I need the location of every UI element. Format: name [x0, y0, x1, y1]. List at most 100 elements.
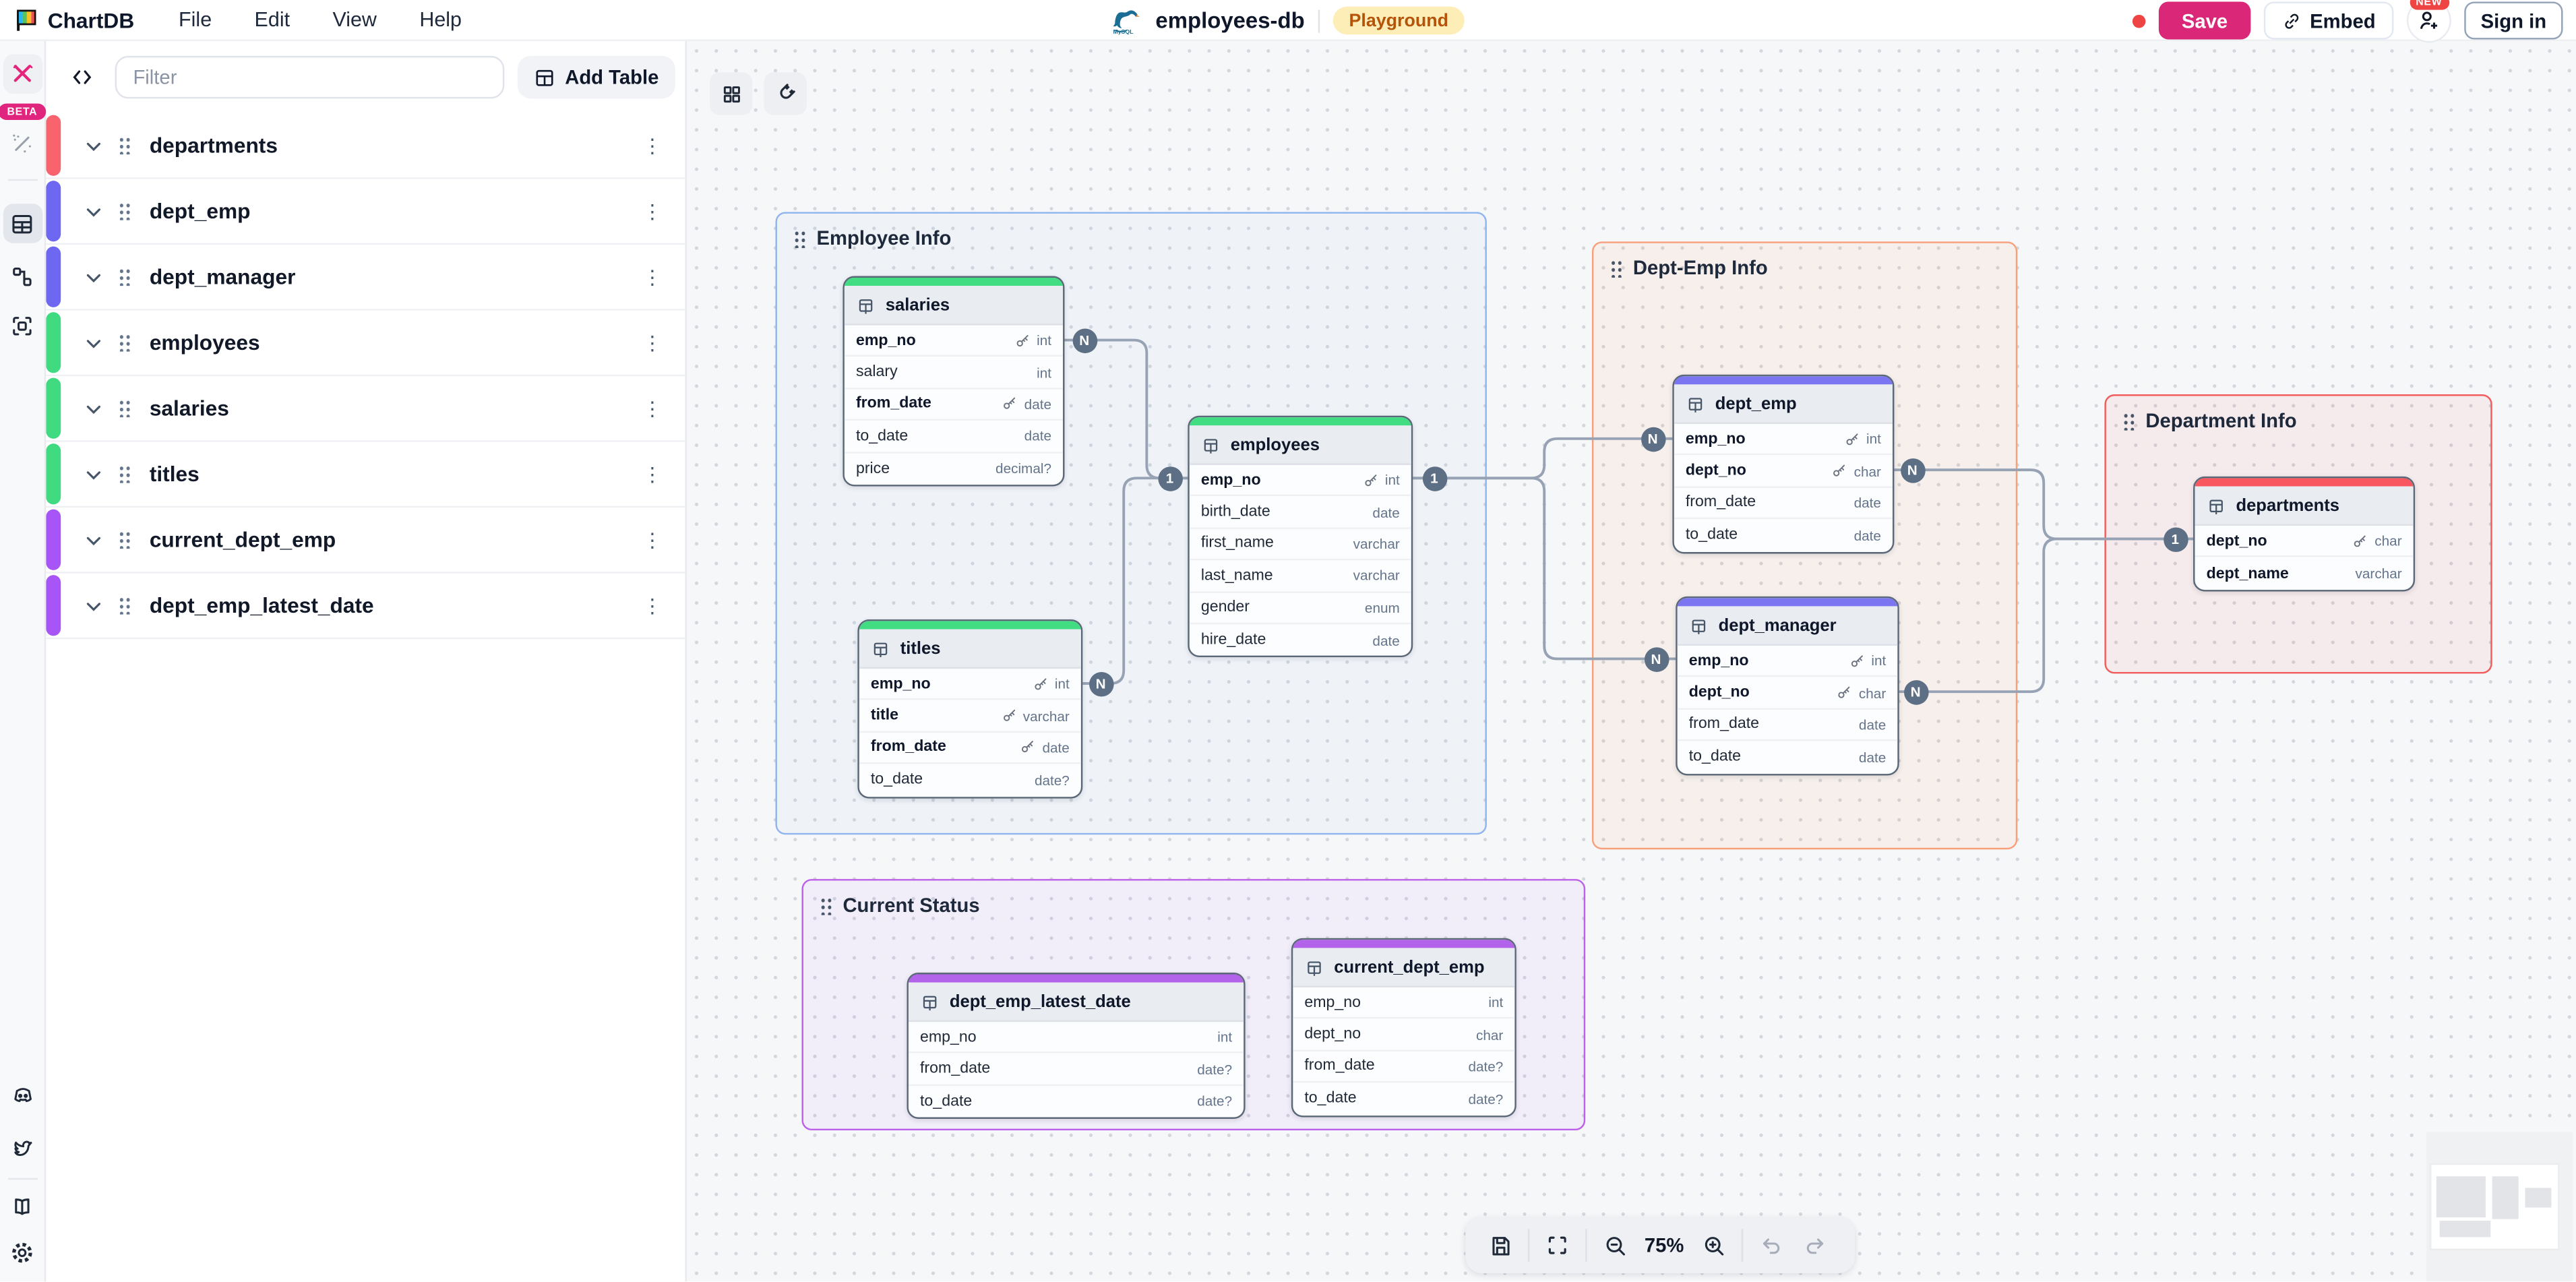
redo-button[interactable]	[1792, 1224, 1835, 1266]
drag-handle-icon[interactable]	[118, 333, 130, 352]
menu-file[interactable]: File	[179, 8, 212, 32]
diagram-canvas[interactable]: 75% Employe	[686, 40, 2576, 1282]
save-button[interactable]: Save	[2158, 1, 2251, 40]
table-node-header[interactable]: departments	[2195, 486, 2414, 526]
table-menu-button[interactable]: ⋮	[642, 265, 663, 288]
sidebar-table-row[interactable]: titles⋮	[46, 441, 685, 508]
table-menu-button[interactable]: ⋮	[642, 200, 663, 223]
sidebar-table-row[interactable]: salaries⋮	[46, 376, 685, 442]
signin-button[interactable]: Sign in	[2464, 1, 2563, 40]
show-all-button[interactable]	[710, 72, 753, 115]
table-menu-button[interactable]: ⋮	[642, 331, 663, 355]
invite-user-button[interactable]: NEW	[2406, 0, 2451, 43]
table-node-header[interactable]: current_dept_emp	[1293, 948, 1515, 987]
drag-handle-icon[interactable]	[118, 464, 130, 483]
twitter-button[interactable]	[3, 1129, 42, 1169]
discord-button[interactable]	[3, 1076, 42, 1116]
diagram-name[interactable]: employees-db	[1155, 8, 1305, 33]
snap-to-grid-button[interactable]	[764, 72, 807, 115]
minimap[interactable]	[2426, 1132, 2573, 1282]
drag-handle-icon[interactable]	[118, 530, 130, 549]
table-node-header[interactable]: dept_emp	[1674, 384, 1893, 424]
sidebar-table-row[interactable]: dept_emp⋮	[46, 179, 685, 245]
magic-wand-button[interactable]	[3, 123, 42, 163]
menu-view[interactable]: View	[332, 8, 377, 32]
drag-handle-icon[interactable]	[793, 229, 805, 247]
tables-panel-button[interactable]	[2, 204, 42, 243]
table-node-header[interactable]: salaries	[844, 286, 1064, 326]
chartdb-editor-button[interactable]	[2, 54, 42, 94]
sidebar-table-row[interactable]: dept_emp_latest_date⋮	[46, 573, 685, 640]
zoom-level[interactable]: 75%	[1644, 1233, 1684, 1257]
table-node-header[interactable]: employees	[1189, 425, 1411, 465]
relationships-panel-button[interactable]	[3, 256, 42, 296]
table-menu-button[interactable]: ⋮	[642, 396, 663, 420]
zoom-out-button[interactable]	[1593, 1224, 1636, 1266]
table-node-header[interactable]: dept_manager	[1677, 606, 1898, 646]
areas-panel-button[interactable]	[3, 305, 42, 345]
table-menu-button[interactable]: ⋮	[642, 594, 663, 617]
filter-input[interactable]	[115, 55, 505, 99]
drag-handle-icon[interactable]	[118, 399, 130, 418]
table-node-header[interactable]: titles	[859, 629, 1081, 669]
sidebar-table-row[interactable]: departments⋮	[46, 113, 685, 179]
drag-handle-icon[interactable]	[118, 136, 130, 155]
embed-button[interactable]: Embed	[2263, 1, 2394, 40]
menu-edit[interactable]: Edit	[254, 8, 290, 32]
table-node-header[interactable]: dept_emp_latest_date	[908, 982, 1244, 1022]
drag-handle-icon[interactable]	[1609, 258, 1622, 277]
sidebar-table-row[interactable]: employees⋮	[46, 310, 685, 377]
drag-handle-icon[interactable]	[118, 202, 130, 220]
fit-view-button[interactable]	[1536, 1224, 1578, 1266]
table-menu-button[interactable]: ⋮	[642, 528, 663, 551]
table-menu-button[interactable]: ⋮	[642, 133, 663, 157]
drag-handle-icon[interactable]	[820, 896, 832, 915]
zoom-in-button[interactable]	[1692, 1224, 1735, 1266]
undo-button[interactable]	[1750, 1224, 1792, 1266]
show-code-button[interactable]	[63, 57, 102, 97]
table-menu-button[interactable]: ⋮	[642, 462, 663, 486]
menu-help[interactable]: Help	[419, 8, 462, 32]
sidebar-table-row[interactable]: current_dept_emp⋮	[46, 508, 685, 574]
drag-handle-icon[interactable]	[118, 268, 130, 286]
docs-button[interactable]	[3, 1187, 42, 1227]
drag-handle-icon[interactable]	[118, 596, 130, 615]
